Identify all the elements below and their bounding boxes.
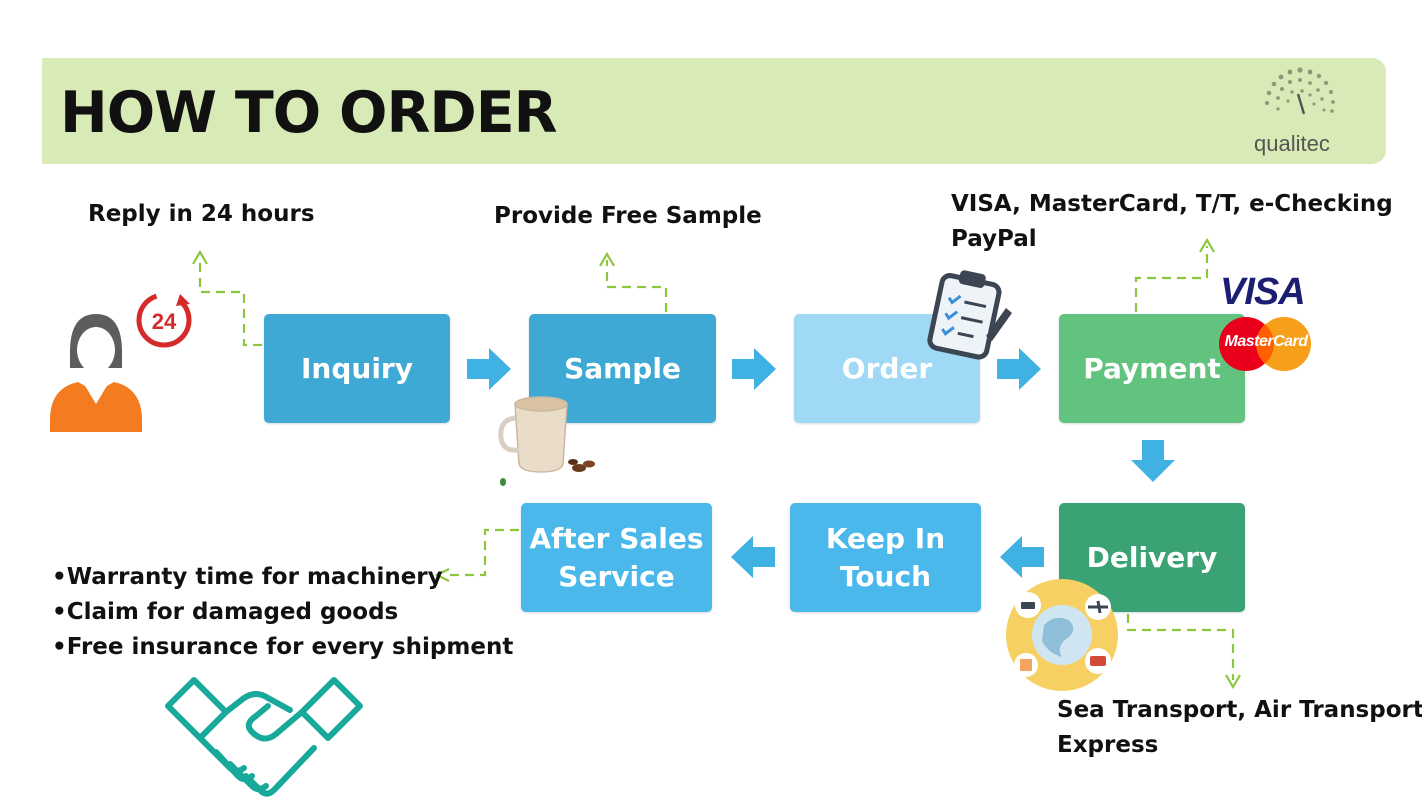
flow-arrow-right-icon [732,348,776,390]
list-item: •Claim for damaged goods [52,599,399,625]
flow-arrow-right-icon [467,348,511,390]
header-band [42,58,1386,164]
handshake-icon [164,672,364,800]
mastercard-text: MasterCard [1224,333,1308,350]
note-payment-methods-1: VISA, MasterCard, T/T, e-Checking [951,191,1393,217]
list-item: •Free insurance for every shipment [52,634,514,660]
after-sales-list: •Warranty time for machinery •Claim for … [52,560,513,665]
step-after-sales-service[interactable]: After Sales Service [521,503,712,612]
clock-badge-text: 24 [152,309,177,334]
flow-arrow-left-icon [1000,536,1044,578]
arrowhead-up-icon [599,251,615,267]
flow-arrow-down-icon [1131,440,1175,482]
mastercard-logo [1216,316,1314,372]
logo-dots-icon [1264,67,1335,115]
customer-service-icon: 24 [48,288,198,436]
logistics-globe-icon [1004,577,1124,693]
visa-logo: VISA [1220,271,1306,313]
logo-text: qualitec [1254,131,1330,156]
connector-delivery [1126,614,1235,680]
coffee-cup-icon [497,390,603,486]
box-icon [1020,659,1032,671]
list-item: •Warranty time for machinery [52,564,443,590]
note-payment-methods-2: PayPal [951,226,1037,252]
note-reply: Reply in 24 hours [88,201,315,227]
note-transport-2: Express [1057,732,1159,758]
step-inquiry[interactable]: Inquiry [264,314,450,423]
note-free-sample: Provide Free Sample [494,203,762,229]
truck-icon [1090,656,1106,666]
arrowhead-up-icon [1199,237,1215,253]
connector-reply [198,258,262,347]
step-keep-in-touch[interactable]: Keep In Touch [790,503,981,612]
arrowhead-up-icon [192,249,208,265]
note-transport-1: Sea Transport, Air Transport, [1057,697,1422,723]
plane-icon [1088,600,1108,614]
step-payment[interactable]: Payment [1059,314,1245,423]
page-title: HOW TO ORDER [60,80,558,146]
flow-arrow-left-icon [731,536,775,578]
connector-sample [605,260,668,312]
arrowhead-down-icon [1225,674,1241,690]
flow-arrow-right-icon [997,348,1041,390]
ship-icon [1021,602,1035,609]
connector-payment [1134,246,1209,312]
qualitec-logo [1248,62,1358,162]
clipboard-icon [920,266,1016,362]
